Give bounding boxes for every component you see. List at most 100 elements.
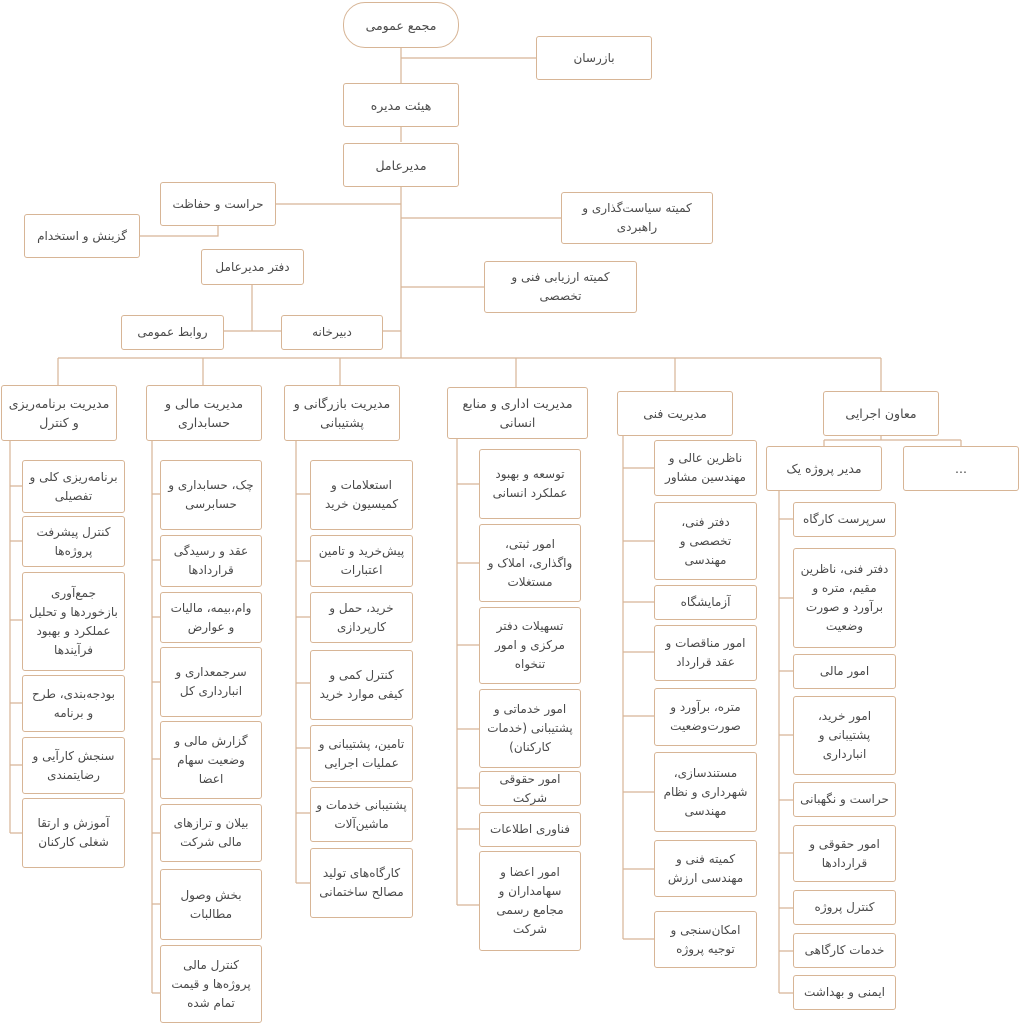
technical-item[interactable]: متره، برآورد و صورت‌وضعیت [654, 688, 757, 746]
technical-item[interactable]: امور مناقصات و عقد قرارداد [654, 625, 757, 681]
project-item[interactable]: امور مالی [793, 654, 896, 689]
planning-item[interactable]: آموزش و ارتقا شغلی کارکنان [22, 798, 125, 868]
commerce-item-label: خرید، حمل و کارپردازی [329, 600, 394, 634]
project-item-label: امور مالی [819, 664, 870, 678]
finance-item[interactable]: سرجمعداری و انبارداری کل [160, 647, 262, 717]
evaluation-committee-node[interactable]: کمیته ارزیابی فنی و تخصصی [484, 261, 637, 313]
technical-item[interactable]: دفتر فنی، تخصصی و مهندسی [654, 502, 757, 580]
planning-item[interactable]: سنجش کارآیی و رضایتمندی [22, 737, 125, 794]
ceo-node[interactable]: مدیرعامل [343, 143, 459, 187]
finance-item[interactable]: گزارش مالی و وضعیت سهام اعضا [160, 721, 262, 799]
planning-item[interactable]: جمع‌آوری بازخوردها و تحلیل عملکرد و بهبو… [22, 572, 125, 671]
commerce-item[interactable]: پیش‌خرید و تامین اعتبارات [310, 535, 413, 587]
commerce-item-label: استعلامات و کمیسیون خرید [324, 478, 399, 511]
project-item[interactable]: ایمنی و بهداشت [793, 975, 896, 1010]
planning-item-label: آموزش و ارتقا شغلی کارکنان [37, 816, 110, 849]
public-relations-node[interactable]: روابط عمومی [121, 315, 224, 350]
evaluation-committee-label: کمیته ارزیابی فنی و تخصصی [511, 270, 610, 303]
finance-item-label: عقد و رسیدگی قراردادها [173, 544, 249, 577]
planning-item-label: جمع‌آوری بازخوردها و تحلیل عملکرد و بهبو… [29, 585, 118, 657]
planning-department-node[interactable]: مدیریت برنامه‌ریزی و کنترل [1, 385, 117, 441]
planning-item[interactable]: برنامه‌ریزی کلی و تفصیلی [22, 460, 125, 513]
project-item[interactable]: کنترل پروژه [793, 890, 896, 925]
technical-item-label: مستندسازی، شهرداری و نظام مهندسی [663, 765, 748, 818]
admin-department-label: مدیریت اداری و منابع انسانی [462, 396, 573, 430]
project-item[interactable]: سرپرست کارگاه [793, 502, 896, 537]
project-item[interactable]: امور حقوقی و قراردادها [793, 825, 896, 882]
project-item[interactable]: خدمات کارگاهی [793, 933, 896, 968]
project-item-label: سرپرست کارگاه [802, 512, 887, 526]
admin-department-node[interactable]: مدیریت اداری و منابع انسانی [447, 387, 588, 439]
commerce-item[interactable]: پشتیبانی خدمات و ماشین‌آلات [310, 787, 413, 842]
commerce-item[interactable]: استعلامات و کمیسیون خرید [310, 460, 413, 530]
policy-committee-node[interactable]: کمیته سیاست‌گذاری و راهبردی [561, 192, 713, 244]
project-item-label: حراست و نگهبانی [800, 792, 889, 806]
commerce-item[interactable]: تامین، پشتیبانی و عملیات اجرایی [310, 725, 413, 782]
commerce-item[interactable]: کارگاه‌های تولید مصالح ساختمانی [310, 848, 413, 918]
technical-department-node[interactable]: مدیریت فنی [617, 391, 733, 436]
planning-department-label: مدیریت برنامه‌ریزی و کنترل [8, 396, 110, 430]
commerce-item[interactable]: خرید، حمل و کارپردازی [310, 592, 413, 643]
recruitment-node[interactable]: گزینش و استخدام [24, 214, 140, 258]
admin-item[interactable]: امور ثبتی، واگذاری، املاک و مستغلات [479, 524, 581, 602]
admin-item[interactable]: امور خدماتی و پشتیبانی (خدمات کارکنان) [479, 689, 581, 768]
finance-item[interactable]: وام،بیمه، مالیات و عوارض [160, 592, 262, 643]
finance-item[interactable]: چک، حسابداری و حسابرسی [160, 460, 262, 530]
secretariat-node[interactable]: دبیرخانه [281, 315, 383, 350]
secretariat-label: دبیرخانه [312, 325, 352, 339]
planning-item-label: بودجه‌بندی، طرح و برنامه [32, 686, 115, 720]
planning-item[interactable]: کنترل پیشرفت پروژه‌ها [22, 516, 125, 567]
project-item[interactable]: حراست و نگهبانی [793, 782, 896, 817]
technical-item[interactable]: کمیته فنی و مهندسی ارزش [654, 840, 757, 897]
admin-item-label: امور حقوقی شرکت [499, 771, 561, 805]
board-label: هیئت مدیره [370, 97, 432, 113]
planning-item-label: کنترل پیشرفت پروژه‌ها [36, 524, 111, 558]
admin-item[interactable]: فناوری اطلاعات [479, 812, 581, 847]
commerce-item-label: کارگاه‌های تولید مصالح ساختمانی [319, 866, 404, 899]
security-node[interactable]: حراست و حفاظت [160, 182, 276, 226]
planning-item[interactable]: بودجه‌بندی، طرح و برنامه [22, 675, 125, 732]
finance-item-label: بیلان و ترازهای مالی شرکت [173, 816, 249, 849]
admin-item-label: امور ثبتی، واگذاری، املاک و مستغلات [487, 536, 573, 589]
commerce-department-node[interactable]: مدیریت بازرگانی و پشتیبانی [284, 385, 400, 441]
finance-department-node[interactable]: مدیریت مالی و حسابداری [146, 385, 262, 441]
commerce-item-label: پیش‌خرید و تامین اعتبارات [318, 544, 405, 577]
more-projects-node[interactable]: ... [903, 446, 1019, 491]
admin-item[interactable]: تسهیلات دفتر مرکزی و امور تنخواه [479, 607, 581, 684]
project-item[interactable]: دفتر فنی، ناظرین مقیم، متره و برآورد و ص… [793, 548, 896, 648]
ceo-label: مدیرعامل [375, 157, 427, 173]
finance-department-label: مدیریت مالی و حسابداری [164, 396, 244, 430]
project-item-label: امور خرید، پشتیبانی و انبارداری [817, 709, 872, 761]
technical-item-label: ناظرین عالی و مهندسین مشاور [665, 451, 746, 484]
admin-item[interactable]: توسعه و بهبود عملکرد انسانی [479, 449, 581, 519]
finance-item[interactable]: بیلان و ترازهای مالی شرکت [160, 804, 262, 862]
admin-item-label: توسعه و بهبود عملکرد انسانی [492, 467, 568, 500]
admin-item[interactable]: امور اعضا و سهامداران و مجامع رسمی شرکت [479, 851, 581, 951]
board-node[interactable]: هیئت مدیره [343, 83, 459, 127]
commerce-item-label: تامین، پشتیبانی و عملیات اجرایی [318, 736, 405, 770]
admin-item-label: فناوری اطلاعات [490, 822, 570, 836]
commerce-item[interactable]: کنترل کمی و کیفی موارد خرید [310, 650, 413, 720]
finance-item[interactable]: عقد و رسیدگی قراردادها [160, 535, 262, 587]
finance-item[interactable]: کنترل مالی پروژه‌ها و قیمت تمام شده [160, 945, 262, 1023]
project-manager-node[interactable]: مدیر پروژه یک [766, 446, 882, 491]
technical-item-label: دفتر فنی، تخصصی و مهندسی [679, 514, 732, 567]
executive-deputy-node[interactable]: معاون اجرایی [823, 391, 939, 436]
planning-item-label: سنجش کارآیی و رضایتمندی [32, 748, 115, 782]
general-assembly-node[interactable]: مجمع عمومی [343, 2, 459, 48]
inspectors-label: بازرسان [573, 50, 615, 65]
project-manager-label: مدیر پروژه یک [786, 461, 862, 476]
technical-item[interactable]: مستندسازی، شهرداری و نظام مهندسی [654, 752, 757, 832]
admin-item[interactable]: امور حقوقی شرکت [479, 771, 581, 806]
technical-department-label: مدیریت فنی [643, 406, 707, 421]
project-item[interactable]: امور خرید، پشتیبانی و انبارداری [793, 696, 896, 775]
technical-item[interactable]: آزمایشگاه [654, 585, 757, 620]
finance-item[interactable]: بخش وصول مطالبات [160, 869, 262, 940]
inspectors-node[interactable]: بازرسان [536, 36, 652, 80]
planning-item-label: برنامه‌ریزی کلی و تفصیلی [29, 469, 118, 503]
technical-item[interactable]: ناظرین عالی و مهندسین مشاور [654, 440, 757, 496]
technical-item[interactable]: امکان‌سنجی و توجیه پروژه [654, 911, 757, 968]
policy-committee-label: کمیته سیاست‌گذاری و راهبردی [582, 201, 692, 234]
admin-item-label: امور خدماتی و پشتیبانی (خدمات کارکنان) [487, 702, 573, 754]
ceo-office-node[interactable]: دفتر مدیرعامل [201, 249, 304, 285]
